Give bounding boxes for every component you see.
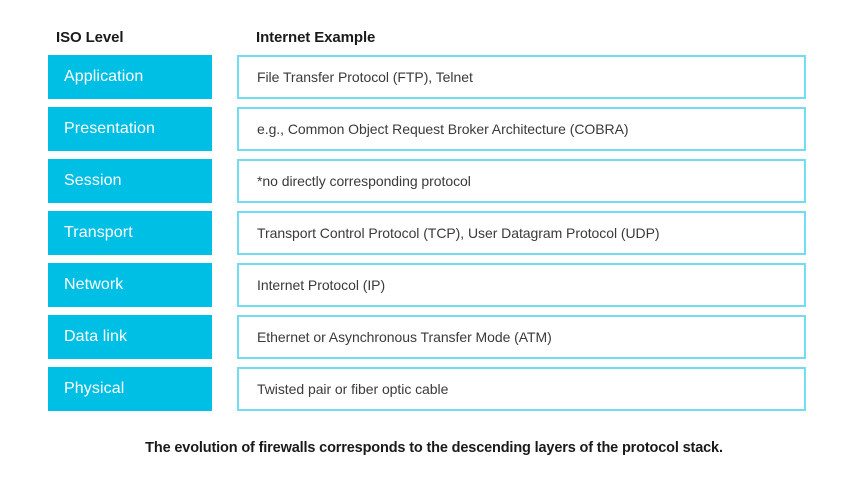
level-label: Transport — [64, 224, 133, 241]
level-cell-session: Session — [48, 159, 212, 203]
column-header-internet-example: Internet Example — [256, 29, 376, 46]
level-cell-data-link: Data link — [48, 315, 212, 359]
level-label: Session — [64, 172, 122, 189]
example-cell-transport: Transport Control Protocol (TCP), User D… — [237, 211, 806, 255]
level-label: Network — [64, 276, 124, 293]
column-header-iso-level: ISO Level — [56, 29, 124, 46]
level-cell-network: Network — [48, 263, 212, 307]
table-row: Session *no directly corresponding proto… — [48, 159, 820, 203]
level-cell-presentation: Presentation — [48, 107, 212, 151]
example-label: Twisted pair or fiber optic cable — [257, 381, 449, 397]
table-row: Presentation e.g., Common Object Request… — [48, 107, 820, 151]
example-cell-physical: Twisted pair or fiber optic cable — [237, 367, 806, 411]
table-row: Application File Transfer Protocol (FTP)… — [48, 55, 820, 99]
example-cell-network: Internet Protocol (IP) — [237, 263, 806, 307]
example-label: Ethernet or Asynchronous Transfer Mode (… — [257, 329, 552, 345]
example-cell-data-link: Ethernet or Asynchronous Transfer Mode (… — [237, 315, 806, 359]
example-cell-session: *no directly corresponding protocol — [237, 159, 806, 203]
figure-caption: The evolution of firewalls corresponds t… — [145, 440, 723, 456]
example-label: Transport Control Protocol (TCP), User D… — [257, 225, 660, 241]
level-label: Data link — [64, 328, 128, 345]
level-label: Application — [64, 68, 144, 85]
example-label: Internet Protocol (IP) — [257, 277, 386, 293]
table-row: Physical Twisted pair or fiber optic cab… — [48, 367, 820, 411]
level-label: Physical — [64, 380, 125, 397]
table-row: Data link Ethernet or Asynchronous Trans… — [48, 315, 820, 359]
level-cell-transport: Transport — [48, 211, 212, 255]
level-cell-physical: Physical — [48, 367, 212, 411]
layer-rows: Application File Transfer Protocol (FTP)… — [48, 55, 820, 411]
example-label: File Transfer Protocol (FTP), Telnet — [257, 69, 473, 85]
example-label: e.g., Common Object Request Broker Archi… — [257, 121, 629, 137]
example-cell-presentation: e.g., Common Object Request Broker Archi… — [237, 107, 806, 151]
example-cell-application: File Transfer Protocol (FTP), Telnet — [237, 55, 806, 99]
column-headers: ISO Level Internet Example — [48, 28, 820, 52]
table-row: Transport Transport Control Protocol (TC… — [48, 211, 820, 255]
table-row: Network Internet Protocol (IP) — [48, 263, 820, 307]
level-cell-application: Application — [48, 55, 212, 99]
example-label: *no directly corresponding protocol — [257, 173, 471, 189]
level-label: Presentation — [64, 120, 156, 137]
